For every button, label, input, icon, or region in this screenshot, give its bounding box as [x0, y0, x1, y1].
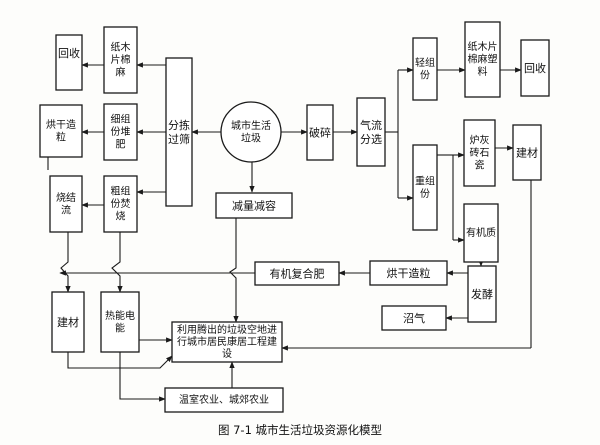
node-sinter-label: 烧结流 [56, 190, 76, 216]
node-heat-power-label: 热能电能 [105, 308, 135, 334]
node-organic-fert: 有机复合肥 [254, 261, 340, 286]
node-fine-compost: 细组份堆肥 [103, 103, 138, 161]
node-recycle-right-label: 回收 [524, 61, 546, 75]
node-paper-right-label: 纸木片棉麻塑料 [468, 40, 498, 78]
node-dry-pellet-left-label: 烘干造粒 [46, 117, 76, 143]
node-building-right: 建材 [512, 124, 542, 181]
node-biogas-label: 沼气 [403, 311, 425, 325]
node-land-use: 利用腾出的垃圾空地进行城市居民康居工程建设 [171, 321, 283, 363]
node-sort-screen: 分拣过筛 [165, 57, 193, 207]
connectors [47, 62, 532, 402]
node-ash-label: 炉灰砖石瓷 [470, 133, 490, 171]
node-paper-right: 纸木片棉麻塑料 [464, 21, 501, 98]
node-crush: 破碎 [306, 104, 334, 161]
node-air-sep-label: 气流分选 [360, 118, 382, 146]
figure-caption: 图 7-1 城市生活垃圾资源化模型 [218, 423, 382, 437]
node-agriculture: 温室农业、城郊农业 [164, 387, 284, 413]
node-organic: 有机质 [463, 203, 499, 263]
node-building-left: 建材 [51, 291, 85, 353]
node-reduce: 减量减容 [215, 192, 293, 219]
node-light-label: 轻组份 [415, 55, 435, 81]
node-organic-fert-label: 有机复合肥 [270, 266, 325, 280]
node-land-use-label: 利用腾出的垃圾空地进行城市居民康居工程建设 [177, 323, 277, 360]
node-recycle-right: 回收 [520, 39, 550, 97]
node-air-sep: 气流分选 [356, 97, 386, 167]
node-ferment: 发酵 [467, 265, 497, 323]
node-ferment-label: 发酵 [471, 287, 493, 301]
node-agriculture-label: 温室农业、城郊农业 [179, 393, 269, 406]
node-fine-compost-label: 细组份堆肥 [111, 112, 131, 150]
node-biogas: 沼气 [381, 305, 447, 331]
node-heavy-label: 重组份 [415, 174, 435, 200]
node-crush-label: 破碎 [309, 125, 331, 139]
node-sinter: 烧结流 [49, 175, 83, 233]
node-heavy: 重组份 [412, 144, 438, 231]
node-paper-left: 纸木片棉麻 [103, 26, 138, 94]
node-dry-pellet-right: 烘干造粒 [369, 260, 448, 286]
node-building-right-label: 建材 [516, 145, 538, 159]
node-coarse-burn: 粗组份焚烧 [103, 175, 138, 233]
node-coarse-burn-label: 粗组份焚烧 [111, 184, 131, 222]
node-building-left-label: 建材 [57, 315, 79, 329]
node-msw-label: 城市生活垃圾 [231, 118, 271, 144]
node-heat-power: 热能电能 [100, 291, 140, 353]
node-organic-label: 有机质 [466, 226, 496, 239]
node-msw: 城市生活垃圾 [220, 101, 282, 163]
node-reduce-label: 减量减容 [232, 198, 276, 212]
node-ash: 炉灰砖石瓷 [463, 119, 496, 187]
node-light: 轻组份 [412, 37, 438, 101]
node-paper-left-label: 纸木片棉麻 [111, 40, 131, 78]
node-sort-screen-label: 分拣过筛 [168, 118, 190, 146]
node-dry-pellet-right-label: 烘干造粒 [387, 266, 431, 280]
node-dry-pellet-left: 烘干造粒 [39, 104, 83, 158]
node-recycle-left: 回收 [55, 34, 83, 91]
node-recycle-left-label: 回收 [58, 46, 80, 60]
